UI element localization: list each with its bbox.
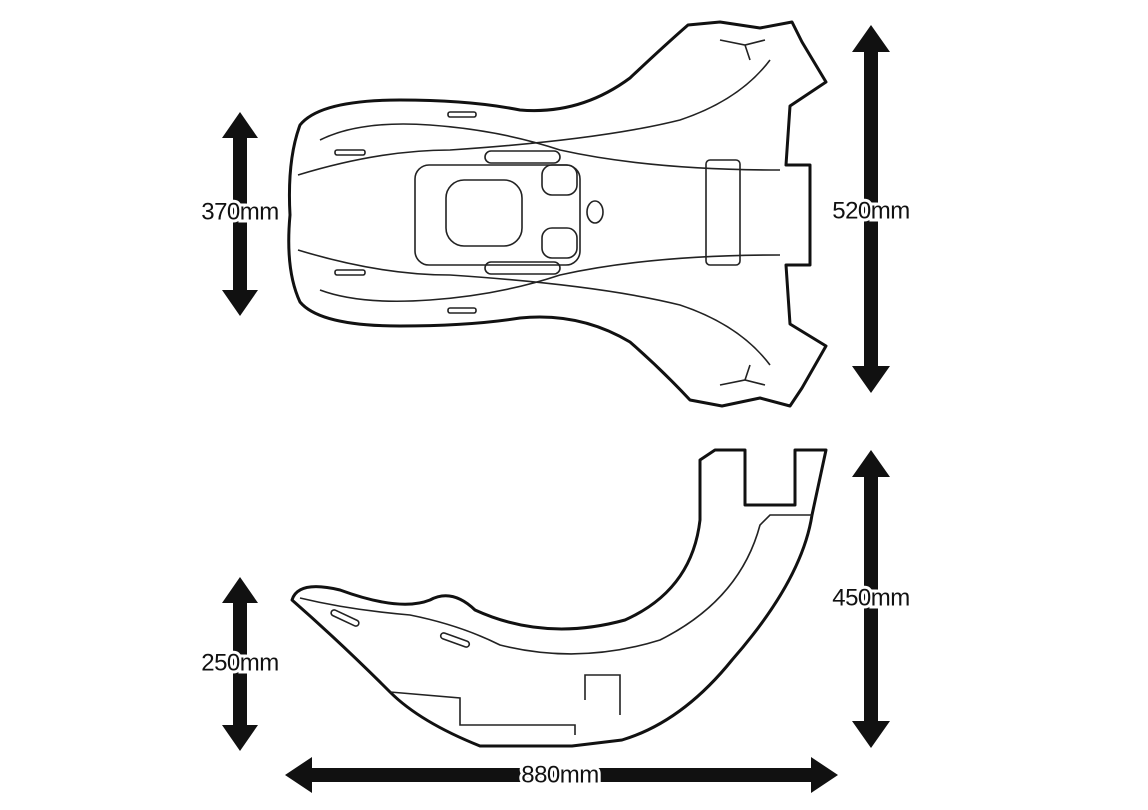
side-view-outline bbox=[290, 448, 828, 748]
dimension-370: 370mm bbox=[198, 112, 282, 316]
top-view-contour-lower bbox=[297, 249, 771, 366]
side-view-lower-contour bbox=[389, 674, 621, 735]
front-corner-detail-bottom bbox=[719, 364, 766, 386]
label-880mm: 880mm bbox=[521, 761, 599, 788]
lower-slot bbox=[484, 261, 561, 275]
dimension-880: 880mm bbox=[285, 757, 838, 793]
seat-recess bbox=[445, 179, 523, 247]
arrow-450 bbox=[852, 450, 890, 748]
top-view-part bbox=[287, 20, 828, 408]
arrow-370 bbox=[222, 112, 258, 316]
dimension-520: 520mm bbox=[829, 25, 913, 393]
label-450mm: 450mm bbox=[832, 584, 910, 611]
upper-pad bbox=[541, 164, 578, 196]
label-250mm: 250mm bbox=[201, 649, 279, 676]
cockpit-recess bbox=[414, 164, 581, 266]
vent-4 bbox=[447, 307, 477, 314]
arrow-880 bbox=[285, 757, 838, 793]
center-hole bbox=[586, 200, 604, 224]
side-view-part bbox=[290, 448, 828, 748]
vent-1 bbox=[334, 149, 366, 156]
label-370mm: 370mm bbox=[201, 198, 279, 225]
dimension-250: 250mm bbox=[198, 577, 282, 751]
side-vent-1 bbox=[330, 609, 360, 627]
dimension-450: 450mm bbox=[829, 450, 913, 748]
top-view-outline bbox=[287, 20, 828, 408]
top-view-ridge-lower bbox=[319, 254, 781, 303]
arrow-520 bbox=[852, 25, 890, 393]
vent-2 bbox=[334, 269, 366, 276]
vent-3 bbox=[447, 111, 477, 118]
rear-slot bbox=[705, 159, 741, 266]
side-view-inner-edge bbox=[299, 514, 812, 655]
top-view-contour-upper bbox=[297, 59, 771, 176]
arrow-250 bbox=[222, 577, 258, 751]
side-vent-2 bbox=[439, 632, 471, 648]
front-corner-detail-top bbox=[719, 39, 766, 61]
upper-slot bbox=[484, 150, 561, 164]
label-520mm: 520mm bbox=[832, 197, 910, 224]
lower-pad bbox=[541, 227, 578, 259]
top-view-ridge-upper bbox=[319, 123, 781, 171]
